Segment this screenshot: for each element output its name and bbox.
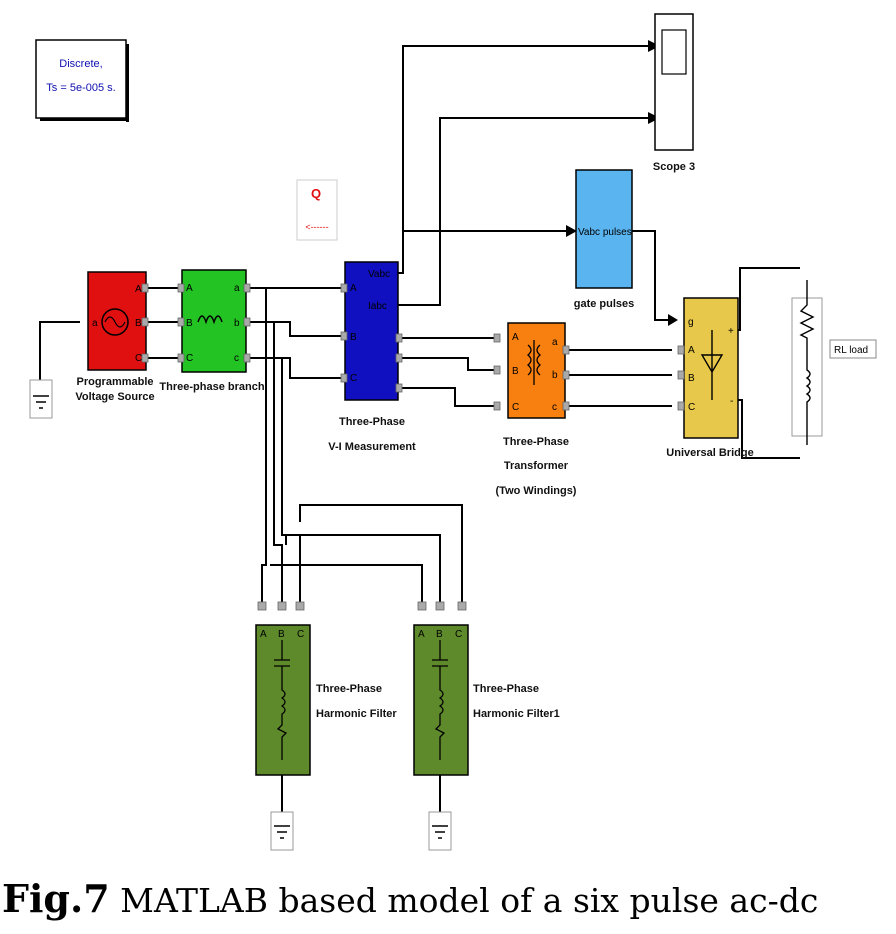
figure-caption-text: MATLAB based model of a six pulse ac-dc	[120, 881, 819, 920]
svg-text:a: a	[552, 337, 558, 348]
filter-rlc-icon	[432, 640, 448, 760]
transformer-label-3: (Two Windings)	[496, 485, 577, 497]
svg-text:A: A	[186, 283, 193, 294]
gate-body	[575, 169, 633, 289]
transformer-coil-icon	[526, 340, 542, 385]
svg-text:A: A	[350, 283, 357, 294]
scope-label: Scope 3	[653, 161, 695, 173]
svg-text:Vabc: Vabc	[368, 269, 390, 280]
filter1-label-1: Three-Phase	[316, 683, 382, 695]
rl-load-block[interactable]: RL load	[791, 280, 877, 445]
port-connectors	[141, 283, 685, 611]
bridge-label: Universal Bridge	[666, 447, 753, 459]
solver-line1: Discrete,	[59, 58, 102, 70]
svg-text:C: C	[512, 402, 519, 413]
svg-text:b: b	[552, 370, 558, 381]
vi-label-2: V-I Measurement	[328, 441, 416, 453]
q-goto-tag[interactable]: Q <------	[296, 179, 338, 241]
vi-body	[344, 261, 399, 401]
svg-text:C: C	[350, 373, 357, 384]
ground-icon	[270, 811, 294, 851]
svg-text:C: C	[297, 629, 304, 640]
svg-text:A: A	[688, 345, 695, 356]
solver-line2: Ts = 5e-005 s.	[46, 82, 115, 94]
filter1-body	[255, 624, 311, 776]
sine-source-icon	[101, 308, 129, 336]
svg-text:B: B	[278, 629, 285, 640]
svg-text:B: B	[186, 318, 193, 329]
svg-text:Iabc: Iabc	[368, 301, 387, 312]
q-arrow: <------	[305, 222, 328, 232]
svg-text:B: B	[436, 629, 443, 640]
source-label-2: Voltage Source	[75, 391, 154, 403]
filter2-label-2: Harmonic Filter1	[473, 708, 560, 720]
svg-text:B: B	[688, 373, 695, 384]
vi-measurement-block[interactable]: Vabc Iabc A B C Three-Phase V-I Measurem…	[328, 261, 416, 453]
resistor-inductor-icon	[799, 280, 815, 445]
svg-text:C: C	[455, 629, 462, 640]
figure-number: Fig.7	[2, 876, 110, 921]
bridge-body	[683, 297, 739, 439]
gate-pulses-block[interactable]: Vabc pulses gate pulses	[574, 169, 635, 310]
svg-text:B: B	[135, 318, 142, 329]
harmonic-filter-block-2[interactable]: A B C Three-Phase Harmonic Filter1	[413, 624, 560, 776]
svg-text:A: A	[260, 629, 267, 640]
svg-text:B: B	[512, 366, 519, 377]
universal-bridge-block[interactable]: g A B C + - Universal Bridge	[666, 297, 754, 459]
ground-icon	[29, 379, 53, 419]
filter-rlc-icon	[274, 640, 290, 760]
svg-text:-: -	[730, 396, 733, 407]
filter2-label-1: Three-Phase	[473, 683, 539, 695]
svg-text:b: b	[234, 318, 240, 329]
branch-label: Three-phase branch	[159, 381, 264, 393]
transformer-label-2: Transformer	[504, 460, 569, 472]
transformer-label-1: Three-Phase	[503, 436, 569, 448]
filter1-label-2: Harmonic Filter	[316, 708, 397, 720]
svg-text:+: +	[728, 326, 734, 337]
svg-text:A: A	[418, 629, 425, 640]
three-phase-transformer-block[interactable]: A B C a b c Three-Phase Transformer (Two…	[496, 322, 577, 497]
svg-text:g: g	[688, 317, 694, 328]
gate-port-label: Vabc pulses	[578, 227, 632, 238]
svg-text:C: C	[186, 353, 193, 364]
harmonic-filter-block-1[interactable]: A B C Three-Phase Harmonic Filter	[255, 624, 397, 776]
svg-text:A: A	[512, 332, 519, 343]
filter2-body	[413, 624, 469, 776]
load-label: RL load	[834, 345, 868, 356]
ground-icon	[428, 811, 452, 851]
gate-label: gate pulses	[574, 298, 635, 310]
svg-text:a: a	[234, 283, 240, 294]
powergui-block[interactable]: Discrete, Ts = 5e-005 s.	[35, 39, 129, 122]
inductor-icon	[197, 315, 223, 325]
figure-caption: Fig.7 MATLAB based model of a six pulse …	[0, 876, 896, 921]
q-symbol: Q	[311, 186, 321, 201]
scope-screen-icon	[661, 29, 687, 75]
svg-text:C: C	[135, 353, 142, 364]
thyristor-icon	[700, 330, 724, 400]
svg-text:C: C	[688, 402, 695, 413]
vi-label-1: Three-Phase	[339, 416, 405, 428]
scope-block[interactable]: Scope 3	[653, 13, 695, 173]
svg-text:c: c	[234, 353, 239, 364]
connection-wires	[39, 45, 800, 812]
source-label-1: Programmable	[76, 376, 153, 388]
svg-text:B: B	[350, 332, 357, 343]
svg-text:A: A	[135, 284, 142, 295]
svg-text:c: c	[552, 402, 557, 413]
svg-text:a: a	[92, 318, 98, 329]
three-phase-branch-block[interactable]: A B C a b c Three-phase branch	[159, 269, 265, 393]
arrowheads	[566, 40, 678, 326]
